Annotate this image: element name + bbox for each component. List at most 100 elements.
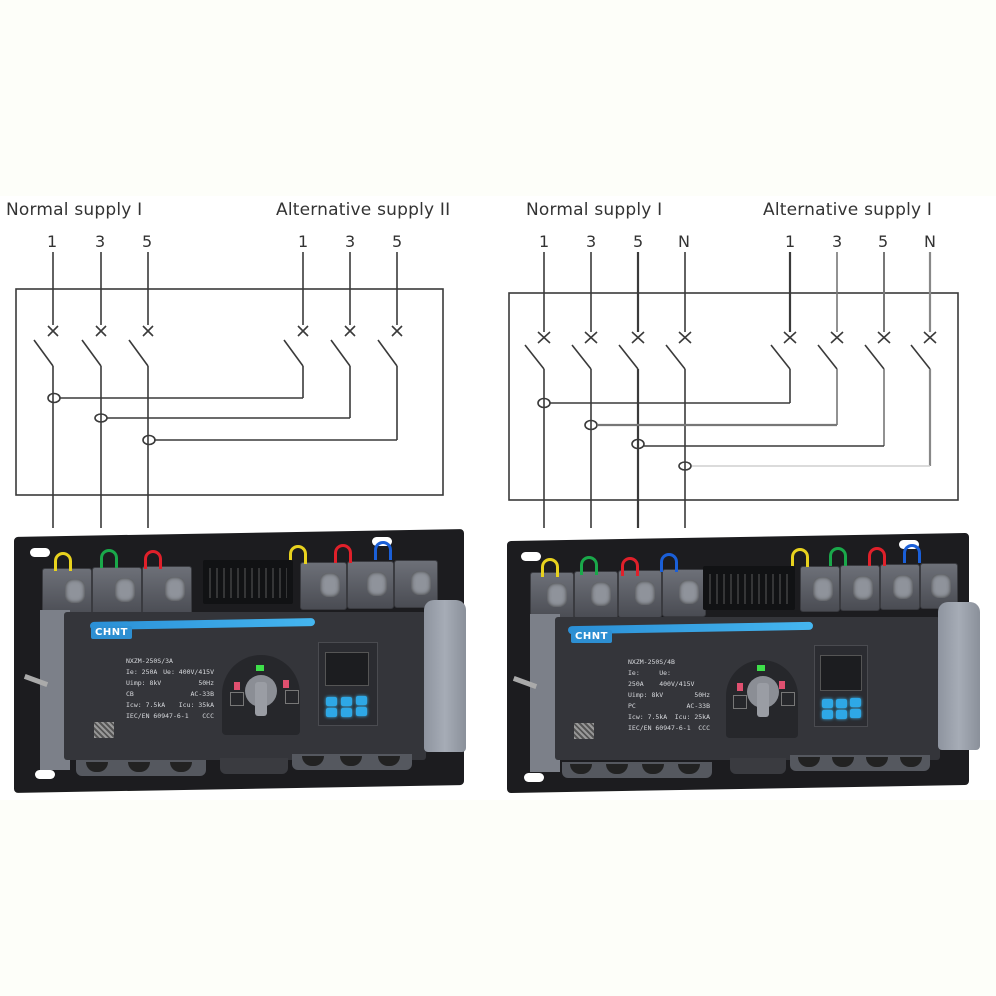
alternative-pole-5 (154, 252, 403, 441)
model-number: NXZM-250S/3A (126, 657, 173, 665)
controller-key[interactable] (850, 698, 861, 707)
switch-enclosure-frame (508, 292, 959, 501)
top-margin (0, 0, 996, 196)
alternative-supply-label-3p: Alternative supply II (276, 200, 451, 220)
normal-supply-label-4p: Normal supply I (526, 200, 663, 220)
phase-wire-green (580, 556, 598, 575)
control-module (703, 566, 795, 610)
normal-pole-1 (524, 252, 551, 528)
bottom-terminals (562, 762, 712, 778)
terminal-block (618, 570, 662, 618)
junction-node (631, 438, 645, 450)
phase-wire-blue (374, 541, 392, 560)
phase-wire-red (144, 550, 162, 569)
terminal-block (394, 560, 438, 608)
controller-key[interactable] (836, 699, 847, 708)
phase-wire-green (829, 547, 847, 566)
controller-key[interactable] (356, 696, 367, 705)
phase-wire-yellow (541, 558, 559, 577)
wiring-diagram-4-pole (508, 252, 959, 528)
phase-wire-yellow (289, 545, 307, 564)
terminal-block (92, 567, 142, 617)
normal-supply-label-3p: Normal supply I (6, 200, 143, 220)
dial-button[interactable] (733, 695, 747, 709)
qr-code (574, 723, 594, 739)
selector-knob-bar (255, 682, 267, 716)
terminal-block (800, 566, 840, 612)
alternative-pole-1 (550, 252, 797, 404)
phase-wire-yellow (54, 552, 72, 571)
operating-handle[interactable] (938, 602, 980, 750)
terminal-block (920, 563, 958, 609)
phase-wire-red (868, 547, 886, 566)
bottom-terminals (790, 755, 930, 771)
terminal-label: 5 (142, 232, 153, 251)
normal-pole-1 (33, 252, 59, 528)
terminal-block (142, 566, 192, 616)
terminal-block (347, 561, 394, 609)
dial-button[interactable] (285, 690, 299, 704)
controller-key[interactable] (356, 707, 367, 716)
terminal-label: 3 (95, 232, 106, 251)
brand-logo: CHNT (91, 626, 132, 639)
terminal-block (840, 565, 880, 611)
mounting-hole (30, 548, 50, 557)
terminal-label: 5 (633, 232, 644, 251)
terminal-label: N (678, 232, 690, 251)
bottom-terminals (292, 754, 412, 770)
terminal-label: 3 (832, 232, 843, 251)
status-indicator-red (737, 683, 743, 691)
dial-button[interactable] (781, 692, 795, 706)
alternative-supply-label-4p: Alternative supply I (763, 200, 933, 220)
terminal-label: N (924, 232, 936, 251)
normal-pole-n (665, 252, 692, 528)
bottom-cover (220, 758, 288, 774)
terminal-block (574, 571, 618, 619)
junction-node (537, 397, 551, 409)
lcd-display (325, 652, 369, 686)
controller-key[interactable] (341, 697, 352, 706)
normal-pole-3 (571, 252, 598, 528)
dial-button[interactable] (230, 692, 244, 706)
bottom-terminals (76, 760, 206, 776)
terminal-label: 5 (392, 232, 403, 251)
phase-wire-green (100, 549, 118, 568)
control-module (203, 560, 293, 604)
status-indicator-red (234, 682, 240, 690)
terminal-block (530, 572, 574, 620)
controller-key[interactable] (822, 710, 833, 719)
status-indicator-red (779, 681, 785, 689)
terminal-label: 3 (586, 232, 597, 251)
operating-handle[interactable] (424, 600, 466, 752)
wiring-diagram-svg (15, 252, 959, 528)
junction-node (678, 461, 692, 471)
controller-key[interactable] (850, 709, 861, 718)
alternative-pole-1 (60, 252, 309, 399)
status-indicator-green (757, 665, 765, 671)
controller-key[interactable] (326, 697, 337, 706)
bottom-margin (0, 800, 996, 996)
mounting-hole (524, 773, 544, 782)
phase-wire-red (334, 544, 352, 563)
alternative-pole-3 (107, 252, 356, 419)
terminal-label: 5 (878, 232, 889, 251)
terminal-block (662, 569, 706, 617)
junction-node (584, 419, 598, 431)
phase-wire-blue (660, 553, 678, 572)
model-number: NXZM-250S/4B (628, 658, 675, 666)
qr-code (94, 722, 114, 738)
controller-key[interactable] (822, 699, 833, 708)
phase-wire-blue (903, 544, 921, 563)
terminal-block (42, 568, 92, 618)
junction-node (47, 392, 61, 404)
controller-key[interactable] (341, 708, 352, 717)
alternative-pole-3 (598, 252, 844, 427)
controller-key[interactable] (326, 708, 337, 717)
phase-wire-yellow (791, 548, 809, 567)
junction-node (142, 434, 156, 446)
mounting-hole (521, 552, 541, 561)
controller-key[interactable] (836, 710, 847, 719)
wiring-diagram-3-pole (15, 252, 444, 528)
